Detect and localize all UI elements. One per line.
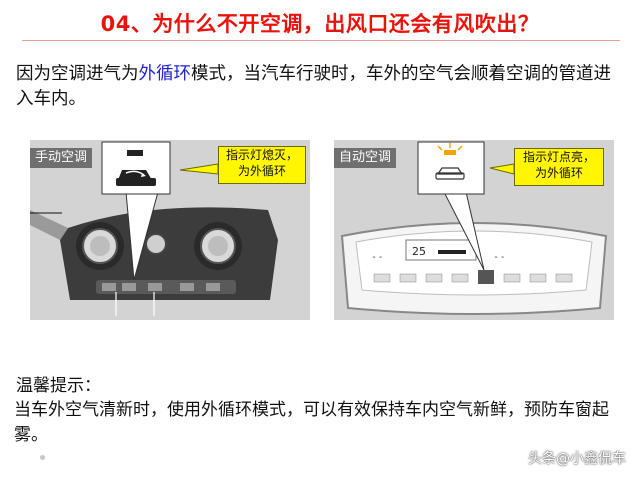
tip-heading: 温馨提示：	[16, 376, 101, 396]
intro-paragraph: 因为空调进气为外循环模式，当汽车行驶时，车外的空气会顺着空调的管道进入车内。	[16, 62, 628, 112]
svg-text:⁃ ⁃: ⁃ ⁃	[372, 253, 383, 262]
auto-callout-line1: 指示灯点亮，	[522, 150, 595, 164]
title-divider	[22, 40, 620, 41]
intro-highlight: 外循环	[138, 64, 192, 84]
auto-ac-label: 自动空调	[334, 148, 397, 168]
watermark: 头条@小鑫侃车	[528, 451, 626, 467]
manual-ac-callout: 指示灯熄灭， 为外循环	[218, 146, 306, 184]
manual-callout-line1: 指示灯熄灭，	[225, 148, 298, 162]
auto-ac-callout: 指示灯点亮， 为外循环	[514, 148, 604, 186]
manual-ac-panel: 手动空调 指示灯熄灭， 为外循环	[30, 140, 310, 320]
auto-callout-line2: 为外循环	[534, 166, 583, 180]
tip-paragraph: 当车外空气清新时，使用外循环模式，可以有效保持车内空气新鲜，预防车窗起雾。	[14, 400, 609, 445]
auto-display-readout: 25	[412, 245, 426, 258]
intro-text-after: 模式，当汽车行驶时，车外的空气会顺着空调的管道进入车内。	[16, 64, 611, 109]
svg-text:⁃ ⁃: ⁃ ⁃	[494, 253, 505, 262]
page-title: 04、为什么不开空调，出风口还会有风吹出？	[100, 12, 540, 36]
manual-callout-line2: 为外循环	[237, 164, 286, 178]
auto-ac-panel: 25 ⁃ ⁃ ⁃ ⁃ 自动空调 指示灯点亮， 为外循环	[334, 140, 614, 320]
manual-ac-label: 手动空调	[30, 148, 93, 168]
slide-dot	[40, 455, 45, 460]
intro-text-before: 因为空调进气为	[16, 64, 139, 84]
